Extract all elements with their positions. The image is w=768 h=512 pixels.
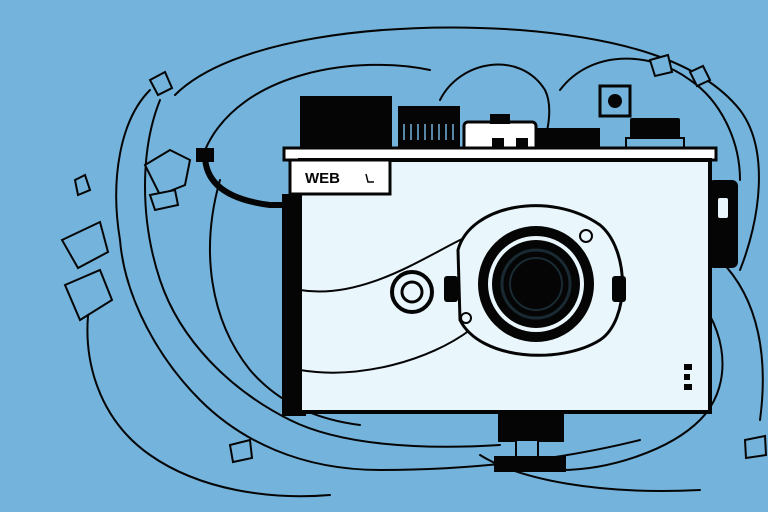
lens-tab-right — [612, 276, 626, 302]
cable-top-left — [204, 63, 431, 151]
cable-left-outer — [115, 89, 641, 472]
lens-element — [509, 257, 563, 311]
label-text: WEB — [305, 170, 340, 187]
cable-top-right — [559, 57, 741, 181]
connector-plug-upper — [143, 148, 192, 197]
clip-lower-left — [63, 268, 114, 322]
clip-top-mid-right — [648, 53, 674, 78]
lens-screw-bottom — [460, 312, 472, 324]
clip-top-right — [688, 64, 712, 88]
corner-mark — [684, 364, 692, 390]
main-cable — [202, 152, 303, 208]
label-mark — [365, 173, 374, 183]
cable-top-arc — [174, 26, 760, 271]
cable-bottom-left — [86, 299, 331, 498]
small-button-inner — [400, 280, 424, 304]
main-cable-plug — [196, 148, 214, 162]
mount-neck — [515, 439, 539, 459]
top-block-left — [300, 96, 392, 148]
lens-screw-top — [579, 229, 593, 243]
cable-mid-left — [209, 179, 361, 426]
top-socket-hole — [608, 94, 622, 108]
grille-lines — [403, 124, 454, 140]
label-plate — [288, 158, 392, 196]
clip-upper-left — [60, 220, 110, 270]
lens-aperture — [518, 266, 554, 302]
top-block-grille — [398, 106, 460, 150]
connector-plug-lower — [148, 188, 180, 212]
clip-small-left — [73, 173, 92, 197]
clip-top-left — [148, 70, 174, 97]
clip-bottom-left — [228, 438, 254, 464]
top-block-far-right — [630, 118, 680, 140]
cable-right-lower — [559, 299, 724, 471]
mount-block — [498, 412, 564, 442]
cable-left-inner — [144, 99, 501, 448]
background-cables — [86, 26, 764, 498]
clip-bottom-right — [743, 434, 768, 460]
top-center-button — [490, 114, 510, 124]
left-connectors — [60, 53, 768, 464]
lens-inner-ring — [500, 248, 572, 320]
cable-right-edge — [719, 259, 764, 421]
lens-tab-left — [444, 276, 458, 302]
mount-base — [494, 456, 566, 472]
side-knob — [708, 180, 738, 268]
side-knob-window — [718, 198, 728, 218]
